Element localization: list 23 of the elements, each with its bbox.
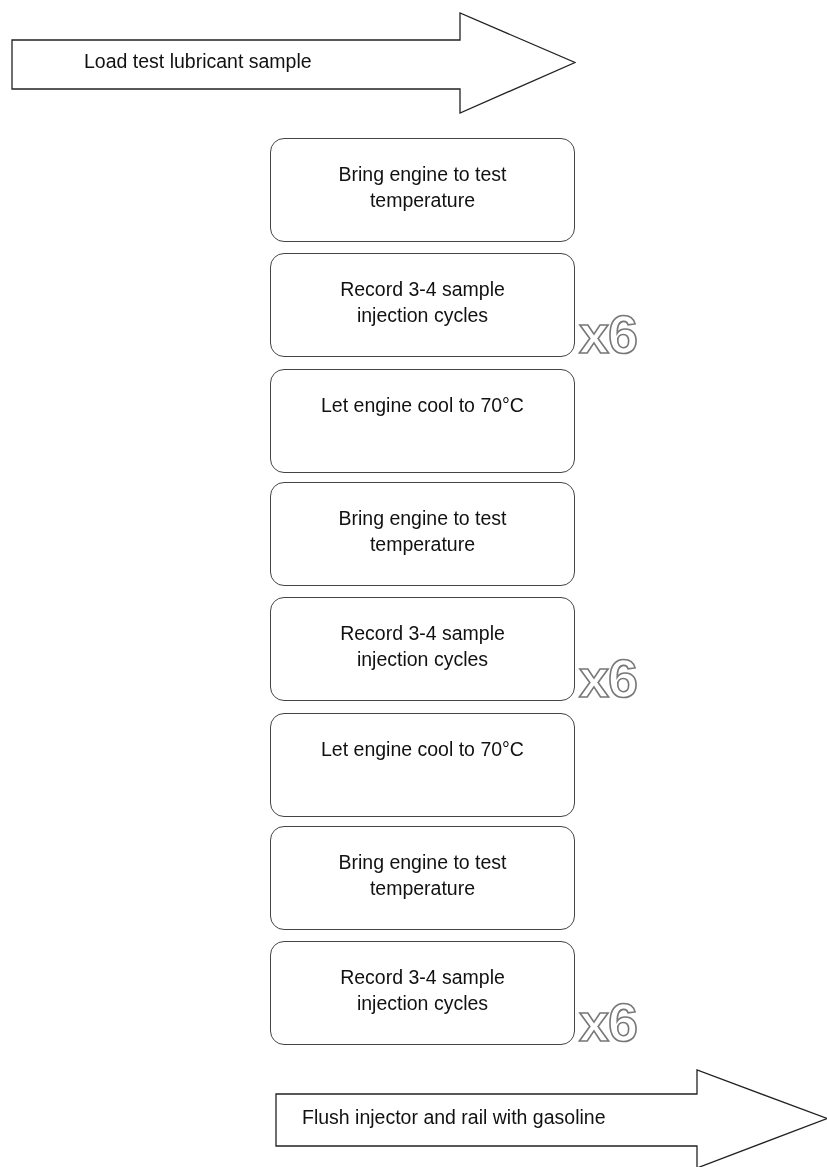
arrow-label: Flush injector and rail with gasoline <box>302 1106 606 1129</box>
arrow-label: Load test lubricant sample <box>84 50 312 73</box>
step-label: Record 3-4 sample injection cycles <box>339 277 506 328</box>
step-label: Let engine cool to 70°C <box>320 393 525 418</box>
block-arrow <box>11 12 576 114</box>
process-box <box>270 941 575 1045</box>
process-box <box>270 253 575 357</box>
step-label: Bring engine to test temperature <box>337 162 508 213</box>
step-label: Record 3-4 sample injection cycles <box>339 965 506 1016</box>
process-box <box>270 597 575 701</box>
step-label: Bring engine to test temperature <box>337 850 508 901</box>
process-box <box>270 826 575 930</box>
process-box <box>270 138 575 242</box>
repeat-count: x6 <box>579 995 638 1049</box>
repeat-count: x6 <box>579 651 638 705</box>
step-label: Record 3-4 sample injection cycles <box>339 621 506 672</box>
repeat-count: x6 <box>579 307 638 361</box>
step-label: Let engine cool to 70°C <box>320 737 525 762</box>
process-box <box>270 482 575 586</box>
step-label: Bring engine to test temperature <box>337 506 508 557</box>
block-arrow <box>275 1069 827 1167</box>
process-box <box>270 369 575 473</box>
process-box <box>270 713 575 817</box>
